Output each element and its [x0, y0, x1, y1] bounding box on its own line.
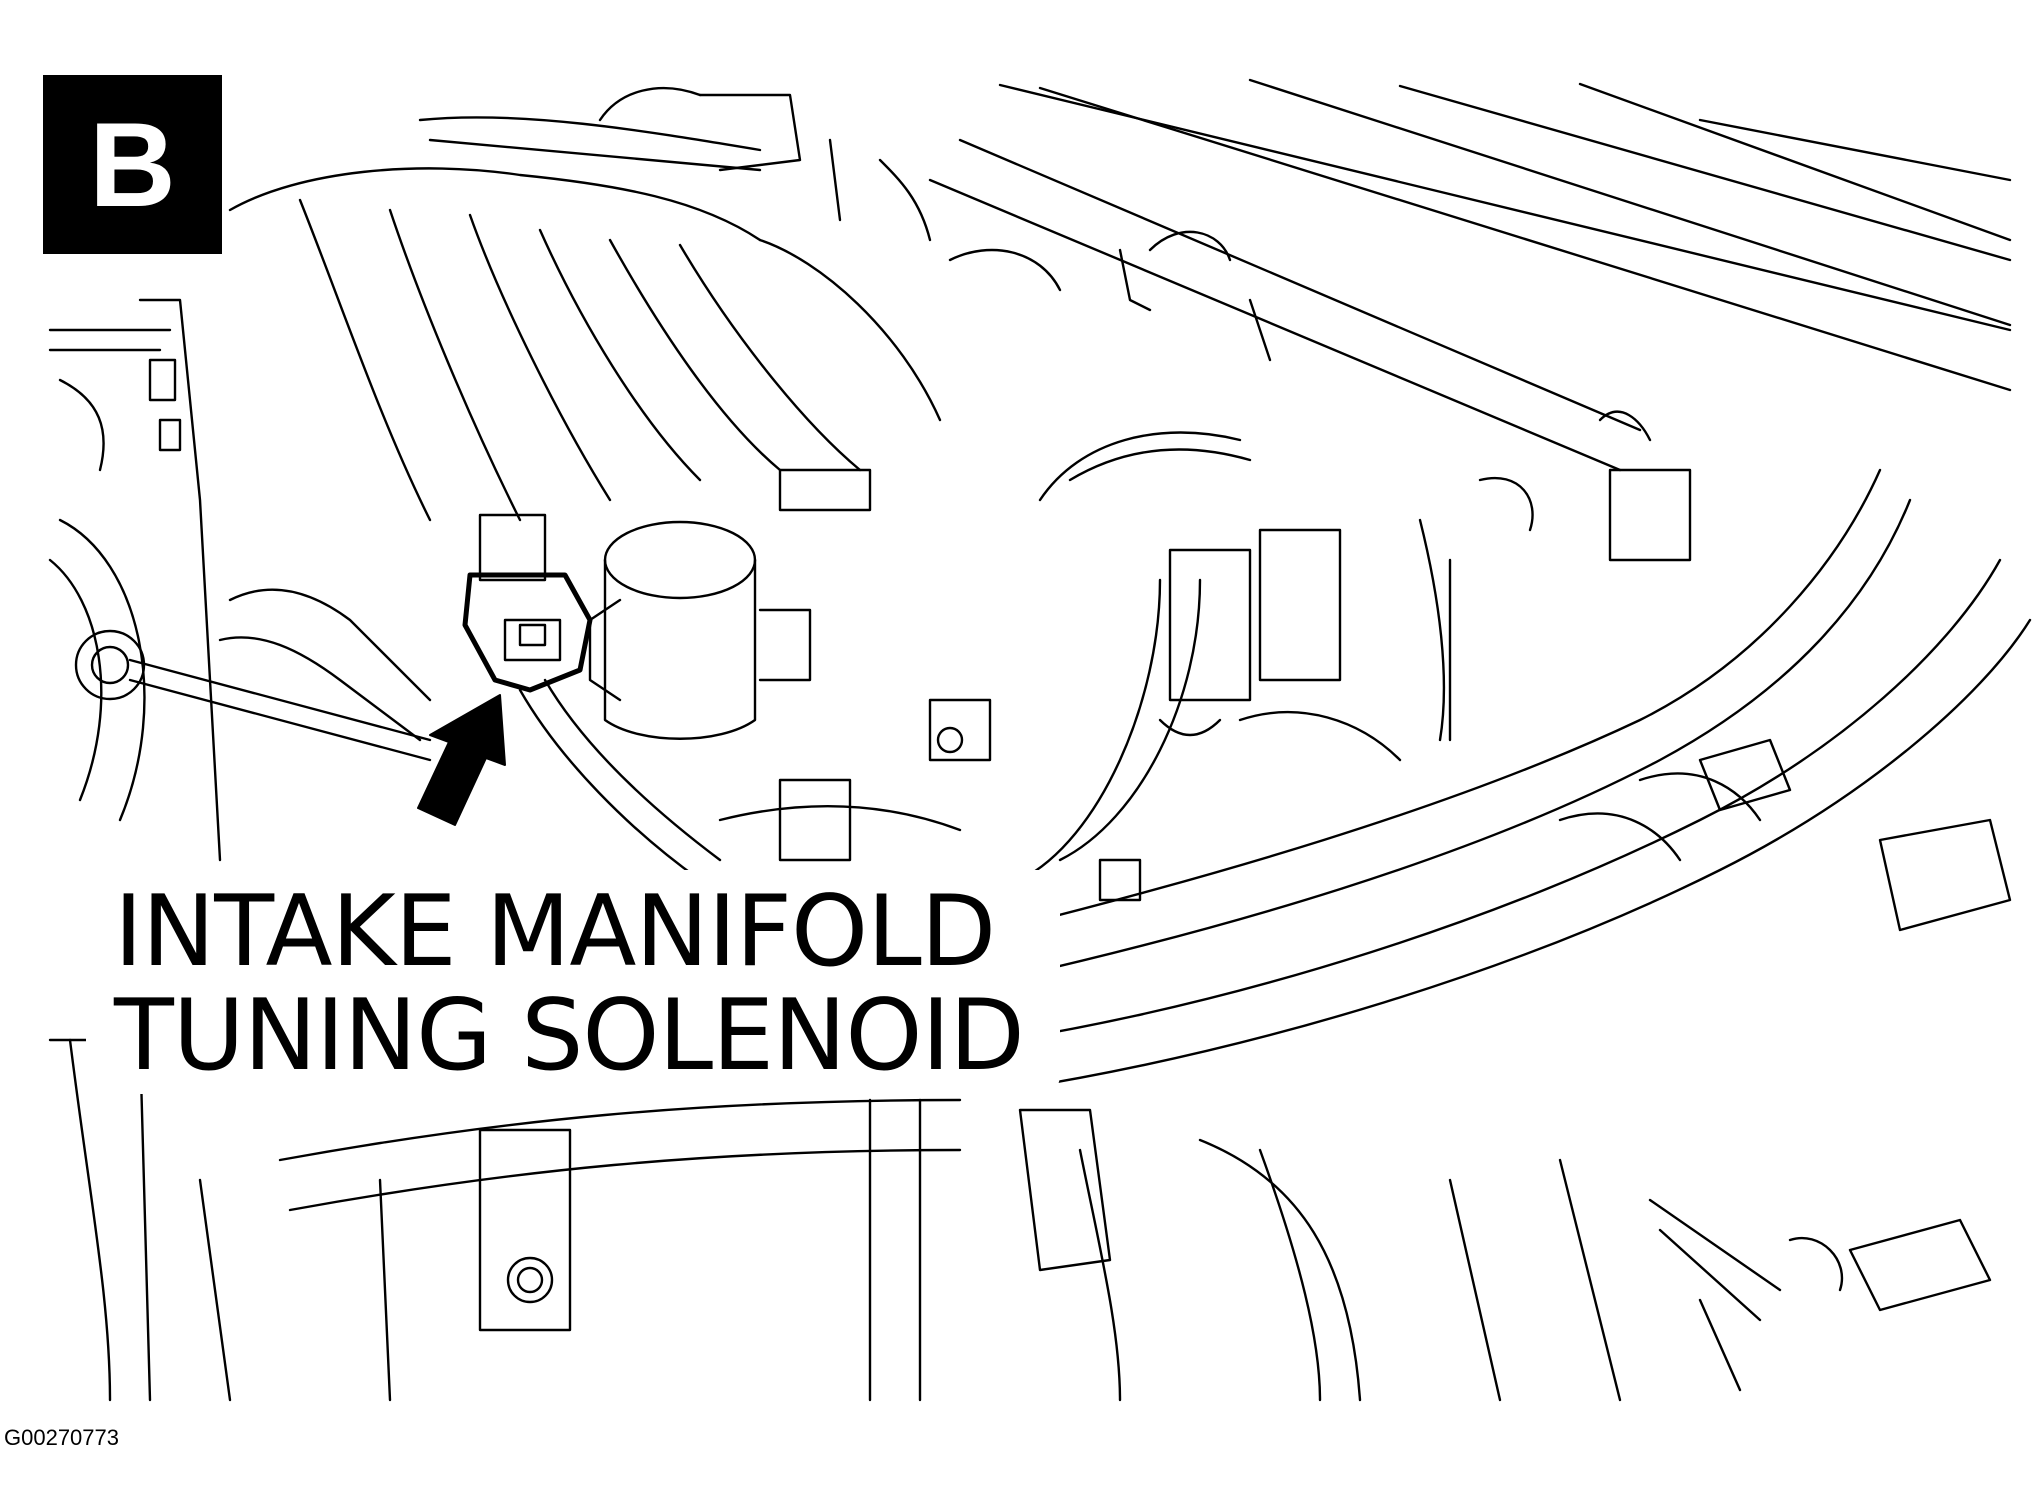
left-side-hoses [48, 298, 432, 1402]
callout-line-1: INTAKE MANIFOLD [114, 875, 996, 989]
component-callout-label: INTAKE MANIFOLD TUNING SOLENOID [86, 870, 1060, 1094]
hood-edge-lines [928, 78, 2012, 472]
intake-manifold-runners [228, 87, 942, 522]
figure-id: G00270773 [4, 1425, 119, 1450]
section-badge: B [43, 75, 222, 254]
lower-pipes [198, 1098, 1992, 1402]
canister-component [588, 520, 812, 740]
harness-connectors [1168, 410, 2012, 932]
misc-engine-details [718, 138, 1272, 902]
main-hoses [998, 431, 2032, 1092]
solenoid-connector [462, 513, 722, 882]
callout-line-2: TUNING SOLENOID [114, 979, 1025, 1093]
arrow-icon [417, 694, 506, 826]
section-badge-letter: B [89, 97, 176, 232]
